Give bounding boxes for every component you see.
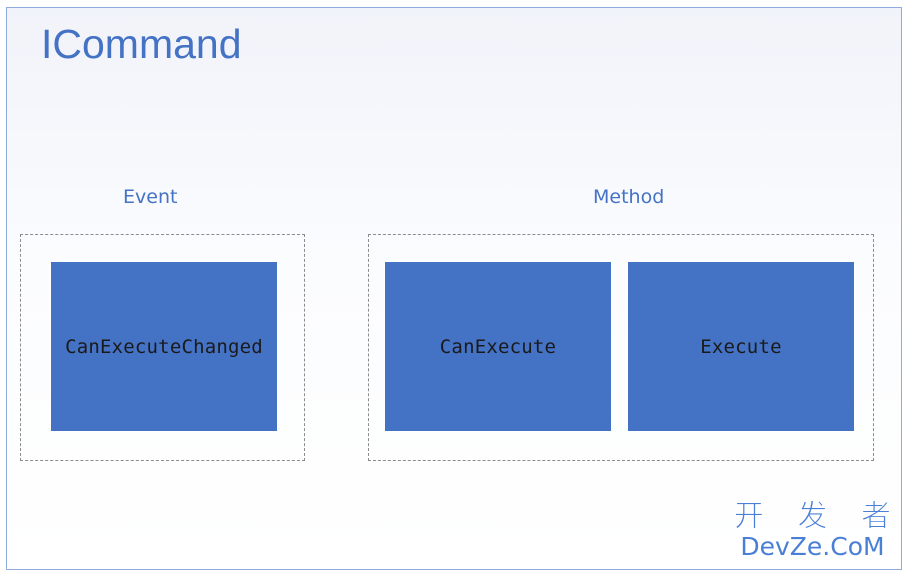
diagram-canvas: ICommand Event CanExecuteChanged Method … (6, 7, 902, 570)
method-group-label: Method (593, 186, 665, 208)
execute-block: Execute (627, 261, 855, 432)
method-group-box: CanExecute Execute (368, 234, 874, 461)
watermark: 开 发 者 DevZe.CoM (733, 501, 891, 561)
execute-label: Execute (700, 335, 782, 358)
event-group-box: CanExecuteChanged (20, 234, 305, 461)
watermark-chinese-text: 开 发 者 (733, 499, 903, 534)
diagram-title: ICommand (41, 21, 242, 67)
watermark-site-text: DevZe.CoM (740, 532, 885, 561)
can-execute-label: CanExecute (439, 335, 557, 358)
can-execute-changed-block: CanExecuteChanged (50, 261, 278, 432)
can-execute-block: CanExecute (384, 261, 612, 432)
can-execute-changed-label: CanExecuteChanged (65, 335, 263, 358)
event-group-label: Event (123, 186, 178, 208)
